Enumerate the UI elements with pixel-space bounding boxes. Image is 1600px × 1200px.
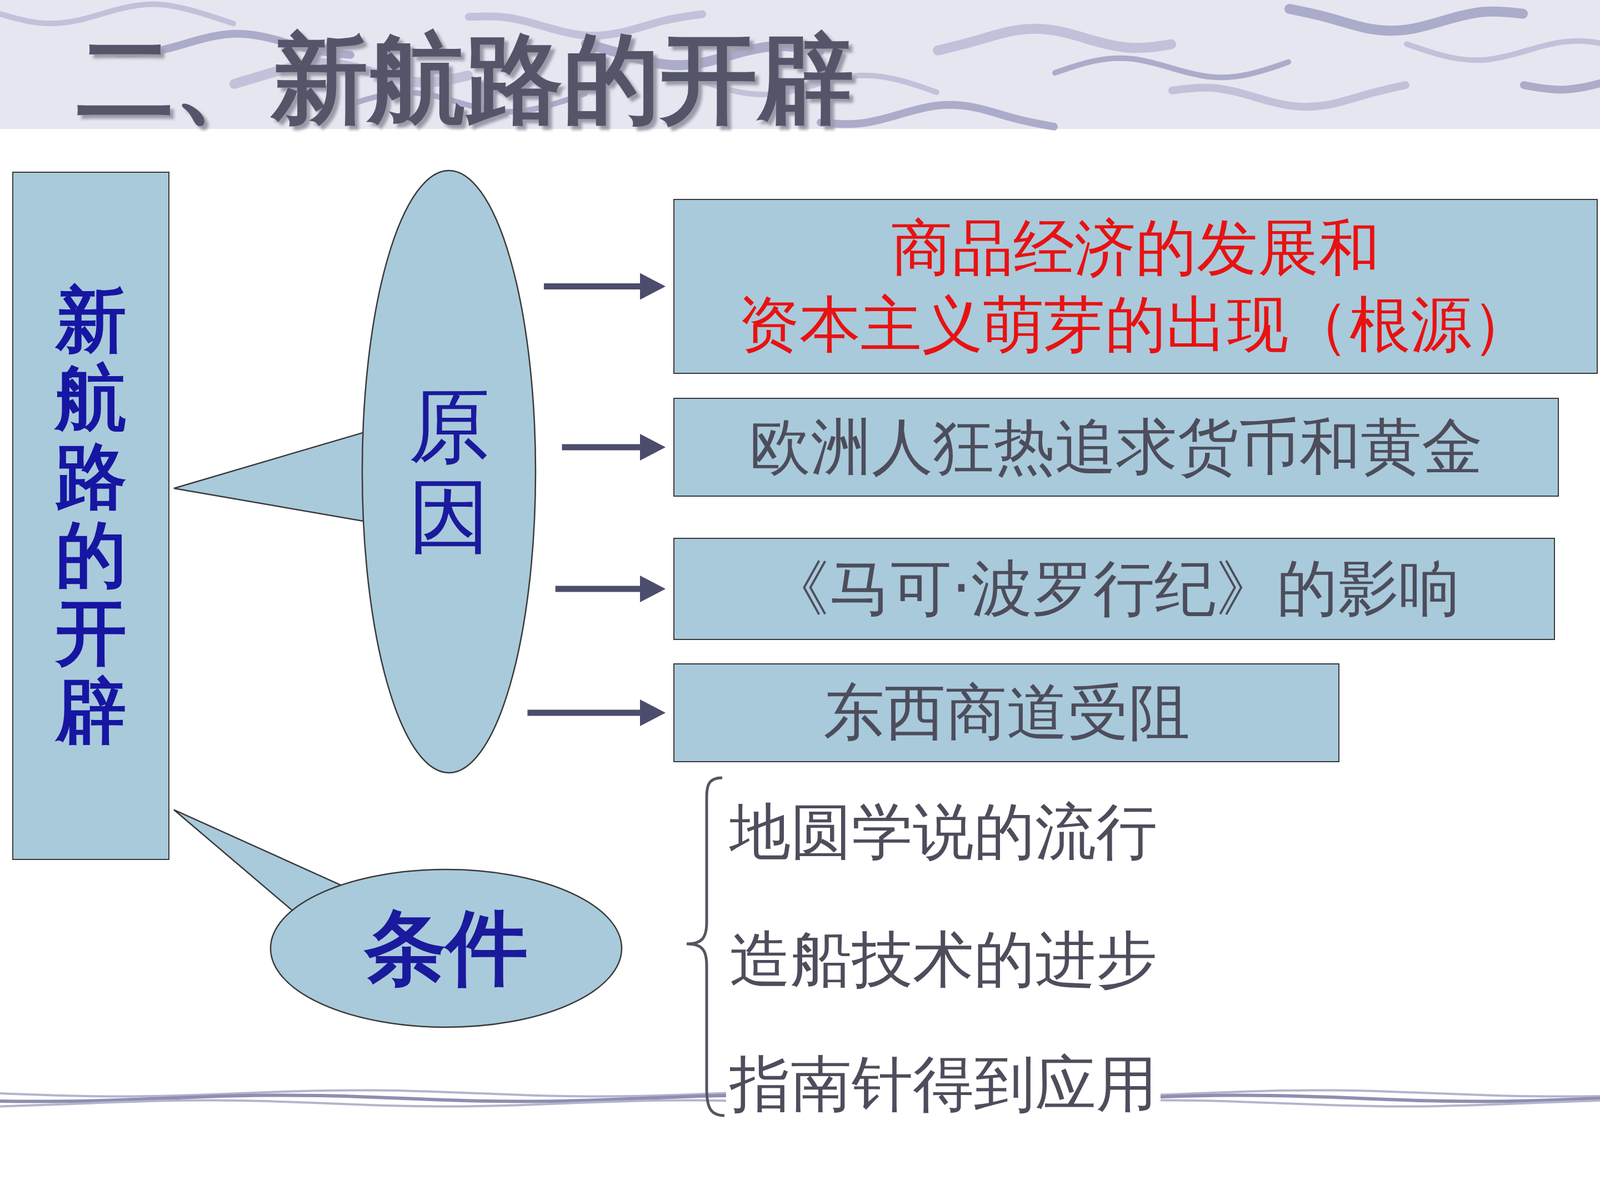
arrow-line <box>527 710 640 717</box>
arrow-connector <box>543 273 666 300</box>
arrow-head <box>640 575 666 603</box>
ellipse-shape <box>362 170 536 773</box>
wave-stroke <box>1172 85 1406 107</box>
cause-ellipse: 原因 <box>362 170 536 773</box>
wave-stroke <box>1406 41 1600 60</box>
curly-brace <box>686 777 725 1116</box>
wave-stroke <box>1289 8 1523 31</box>
node-text: 欧洲人狂热追求货币和黄金 <box>749 408 1483 486</box>
root-cause-box: 商品经济的发展和 资本主义萌芽的出现（根源） <box>673 198 1598 374</box>
text-line: 资本主义萌芽的出现（根源） <box>738 286 1533 364</box>
cause-box: 东西商道受阻 <box>673 663 1340 763</box>
arrow-line <box>543 283 640 290</box>
cause-box: 欧洲人狂热追求货币和黄金 <box>673 397 1559 497</box>
node-text: 东西商道受阻 <box>823 674 1190 752</box>
node-text: 条件 <box>364 897 528 1000</box>
ellipse-shape <box>270 869 622 1028</box>
arrow-head <box>640 273 666 300</box>
node-text: 商品经济的发展和 资本主义萌芽的出现（根源） <box>738 210 1533 363</box>
node-text: 新航路的开辟 <box>55 281 127 751</box>
arrow-line <box>561 444 640 451</box>
arrow-connector <box>555 575 666 603</box>
arrow-head <box>640 433 666 461</box>
slide-title: 二、新航路的开辟 <box>76 21 855 138</box>
text-line: 商品经济的发展和 <box>738 210 1533 287</box>
wave-stroke <box>820 105 1054 127</box>
arrow-connector <box>527 699 666 727</box>
node-text: 原因 <box>408 381 490 562</box>
wave-stroke <box>1523 70 1600 93</box>
wave-stroke <box>1055 58 1289 78</box>
callout-tail <box>173 427 380 524</box>
callout-tail-shape <box>173 427 380 524</box>
cause-box: 《马可·波罗行纪》的影响 <box>673 537 1555 640</box>
node-text: 《马可·波罗行纪》的影响 <box>768 550 1460 628</box>
condition-text: 指南针得到应用 <box>726 1047 1161 1121</box>
condition-ellipse: 条件 <box>270 869 622 1028</box>
arrow-line <box>555 586 640 593</box>
arrow-head <box>640 699 666 727</box>
wave-stroke <box>0 4 234 24</box>
arrow-connector <box>561 433 666 461</box>
condition-text: 造船技术的进步 <box>726 922 1161 997</box>
wave-stroke <box>937 28 1172 51</box>
condition-text: 地圆学说的流行 <box>726 795 1161 869</box>
topic-box: 新航路的开辟 <box>12 171 170 860</box>
